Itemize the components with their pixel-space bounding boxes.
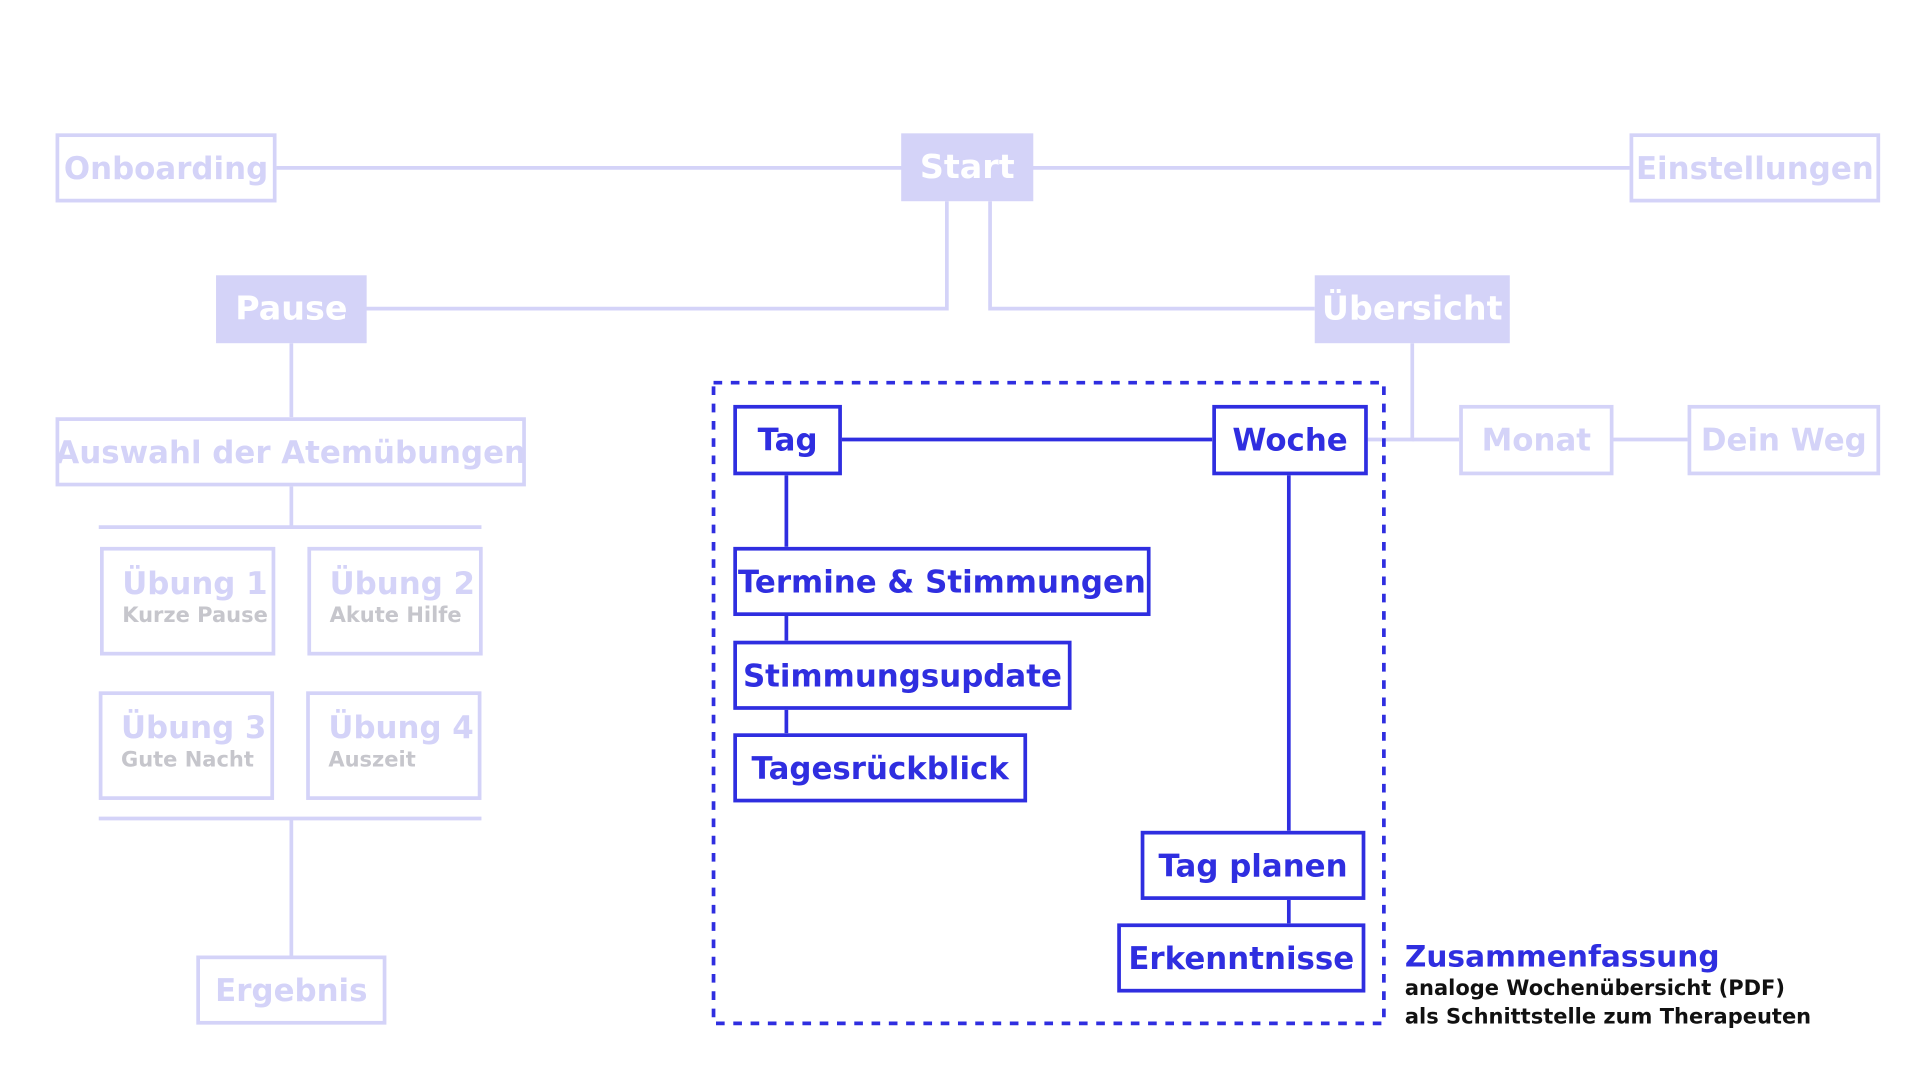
exercise-card[interactable]: Übung 4 Auszeit xyxy=(306,691,482,800)
exercise-card[interactable]: Übung 3 Gute Nacht xyxy=(98,691,275,800)
node-pause[interactable]: Pause xyxy=(216,275,367,344)
dashed-group-frame xyxy=(711,380,1386,1026)
exercise-subtitle: Akute Hilfe xyxy=(329,603,462,629)
exercise-card[interactable]: Übung 1 Kurze Pause xyxy=(99,546,276,656)
exercise-subtitle: Auszeit xyxy=(328,748,416,773)
node-your-path[interactable]: Dein Weg xyxy=(1687,404,1881,476)
summary-title: Zusammenfassung xyxy=(1404,939,1720,975)
exercise-title: Übung 2 xyxy=(329,565,476,602)
node-settings[interactable]: Einstellungen xyxy=(1629,133,1881,203)
node-result[interactable]: Ergebnis xyxy=(196,955,387,1025)
exercise-title: Übung 3 xyxy=(120,709,267,746)
summary-note: Zusammenfassung analoge Wochenübersicht … xyxy=(1405,938,1811,1032)
node-plan-day[interactable]: Tag planen xyxy=(1140,830,1366,900)
node-overview[interactable]: Übersicht xyxy=(1314,275,1510,344)
summary-line-2: als Schnittstelle zum Therapeuten xyxy=(1404,1004,1812,1030)
node-month[interactable]: Monat xyxy=(1459,404,1614,476)
exercise-card[interactable]: Übung 2 Akute Hilfe xyxy=(307,546,483,656)
exercise-subtitle: Kurze Pause xyxy=(122,603,268,629)
exercise-subtitle: Gute Nacht xyxy=(120,748,254,773)
node-day[interactable]: Tag xyxy=(733,404,842,476)
node-week[interactable]: Woche xyxy=(1212,404,1368,476)
node-breathing-selection[interactable]: Auswahl der Atemübungen xyxy=(55,417,526,487)
node-daily-review[interactable]: Tagesrückblick xyxy=(733,733,1028,803)
node-onboarding[interactable]: Onboarding xyxy=(55,133,277,203)
node-insights[interactable]: Erkenntnisse xyxy=(1117,923,1366,993)
exercise-title: Übung 1 xyxy=(122,565,268,602)
node-appointments-moods[interactable]: Termine & Stimmungen xyxy=(733,546,1151,617)
exercise-title: Übung 4 xyxy=(328,709,474,746)
node-mood-update[interactable]: Stimmungsupdate xyxy=(733,640,1072,710)
summary-line-1: analoge Wochenübersicht (PDF) xyxy=(1404,976,1785,1002)
node-start[interactable]: Start xyxy=(901,133,1034,202)
